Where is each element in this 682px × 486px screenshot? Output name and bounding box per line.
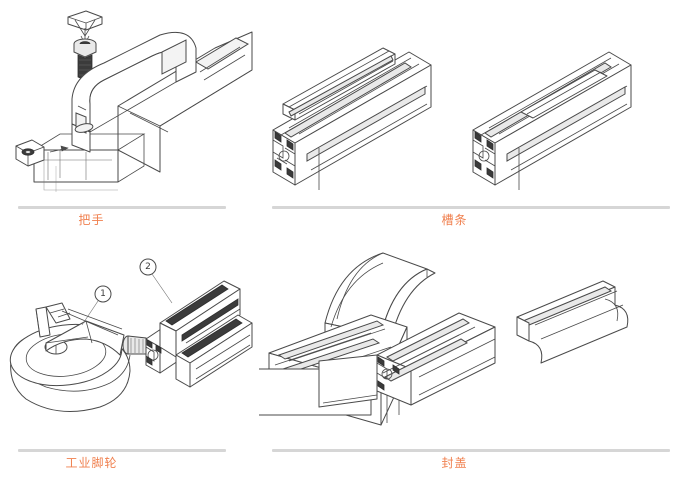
- caption-divider: [18, 449, 226, 452]
- extrusion-rail: [33, 31, 253, 183]
- rounded-profile-end: [516, 280, 629, 364]
- seated-cover-strip: [520, 69, 608, 119]
- profile-with-cap: [318, 312, 496, 408]
- assembly-guide-lines: [43, 158, 118, 192]
- handle-assembly-drawing: [0, 0, 259, 204]
- cap-head-screw: [67, 10, 103, 81]
- cover-strip: [282, 47, 396, 121]
- threaded-stem: [122, 335, 147, 355]
- svg-text:1: 1: [100, 289, 106, 299]
- caption-divider: [18, 206, 226, 209]
- cell-caption-handle: 把手: [78, 213, 105, 227]
- handle-body: [71, 31, 197, 153]
- callout-2: 2: [139, 258, 173, 304]
- cell-caption-end-cap: 封盖: [441, 456, 468, 470]
- caster-wheel: [9, 302, 147, 412]
- catalog-cell-caster[interactable]: 1 2 工业脚轮: [0, 243, 259, 486]
- extrusion-profile: [145, 280, 253, 388]
- extrusion-profile-right: [472, 51, 632, 190]
- caption-divider: [272, 206, 670, 209]
- callout-1: 1: [81, 285, 112, 326]
- cell-caption-caster: 工业脚轮: [65, 456, 118, 470]
- catalog-cell-slot-strip[interactable]: 槽条: [259, 0, 682, 243]
- assembly-arrow-icon: [49, 145, 69, 153]
- cell-caption-slot-strip: 槽条: [441, 213, 468, 227]
- industrial-caster-drawing: 1 2: [0, 243, 259, 447]
- caption-divider: [272, 449, 670, 452]
- slot-cover-strip-drawing: [259, 0, 682, 204]
- t-slot-nut: [15, 139, 45, 167]
- extrusion-profile-left: [272, 51, 432, 190]
- end-cap-drawing: [259, 243, 682, 447]
- catalog-cell-handle[interactable]: 把手: [0, 0, 259, 243]
- catalog-cell-end-cap[interactable]: 封盖: [259, 243, 682, 486]
- svg-text:2: 2: [145, 262, 151, 272]
